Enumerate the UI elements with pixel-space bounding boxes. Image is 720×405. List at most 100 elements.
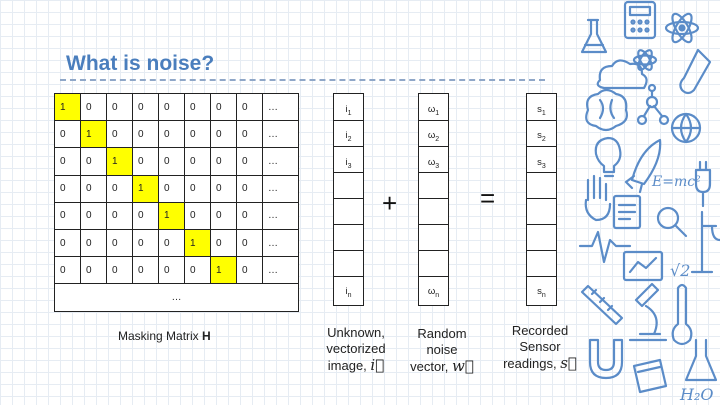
vector-entry: in [345,286,352,299]
matrix-cell: 0 [184,120,211,149]
vector-entry: s3 [537,157,546,170]
vector-divider [419,172,448,173]
vector-divider [419,276,448,277]
document-icon [612,194,642,230]
vector-entry: i2 [345,130,352,143]
matrix-cell: 0 [106,256,133,285]
noise-caption-line-3: vector, [410,359,449,374]
matrix-cell: 0 [158,174,185,203]
matrix-cell: 0 [54,120,81,149]
vector-divider [527,146,556,147]
matrix-cell: 0 [158,228,185,258]
matrix-cell: 0 [210,228,237,258]
matrix-cell: 0 [158,120,185,149]
matrix-cell: 0 [80,92,107,122]
vector-divider [419,250,448,251]
matrix-cell: 0 [132,92,159,122]
matrix-ellipsis-row: … [54,283,299,313]
sensor-vector-caption: Recorded Sensor readings, s⃗ [500,323,580,372]
matrix-cell: 1 [80,120,107,149]
matrix-cell: 0 [80,147,107,176]
vector-divider [527,276,556,277]
matrix-cell: 0 [158,147,185,176]
matrix-cell: … [262,147,299,176]
vector-divider [527,250,556,251]
image-vector-caption: Unknown, vectorized image, i⃗ [318,325,394,374]
matrix-cell: 0 [54,174,81,203]
matrix-cell: 0 [106,120,133,149]
matrix-cell: 0 [132,147,159,176]
book-icon [632,358,668,394]
vector-divider [419,224,448,225]
chart-board-icon [622,250,664,282]
ruler-icon [580,284,624,326]
rocket-icon [624,138,662,194]
sensor-caption-line-3: readings, [503,356,557,371]
microscope-icon [628,282,668,342]
vector-divider [334,146,363,147]
sensor-caption-line-1: Recorded [511,323,569,338]
atom-icon [664,12,700,44]
vector-divider [334,224,363,225]
vector-divider [334,250,363,251]
vector-divider [527,224,556,225]
magnifier-icon [656,206,688,238]
matrix-cell: … [262,228,299,258]
brain-icon [585,88,628,132]
matrix-cell: 0 [132,228,159,258]
globe-icon [670,112,702,144]
matrix-cell: 0 [236,256,263,285]
plug-icon [694,160,712,208]
matrix-cell: 0 [184,201,211,230]
matrix-cell: 0 [158,256,185,285]
vector-divider [527,172,556,173]
vector-divider [419,120,448,121]
vector-divider [334,276,363,277]
sensor-vector-symbol: s⃗ [560,354,577,372]
magnet-icon [588,338,624,380]
matrix-cell: … [262,201,299,230]
sqrt2-doodle: √2 [670,261,690,280]
vector-entry: ω3 [427,157,440,170]
matrix-cell: 0 [236,147,263,176]
vector-divider [419,198,448,199]
vector-divider [527,120,556,121]
vector-entry: sn [537,286,546,299]
science-doodles-decoration: E=mc² √2 H₂O [578,0,720,404]
matrix-cell: … [262,256,299,285]
thermometer-icon [671,283,693,346]
matrix-cell: 0 [236,120,263,149]
emc2-doodle: E=mc² [651,174,701,190]
vector-entry: i3 [345,157,352,170]
masking-matrix-caption: Masking Matrix H [118,329,211,343]
vector-entry: ω1 [427,104,440,117]
matrix-cell: 0 [210,147,237,176]
matrix-cell: 1 [210,256,237,285]
noise-vector-symbol: w⃗ [452,357,474,375]
matrix-cell: 0 [106,228,133,258]
matrix-cell: 0 [106,92,133,122]
slide-title: What is noise? [66,52,215,75]
matrix-cell: 1 [132,174,159,203]
matrix-cell: 0 [54,147,81,176]
matrix-cell: 0 [54,228,81,258]
lightbulb-icon [594,136,622,178]
matrix-cell: … [262,92,299,122]
matrix-cell: 0 [236,201,263,230]
image-caption-line-2: vectorized [326,341,386,356]
matrix-cell: … [262,120,299,149]
flask-icon [580,18,608,54]
vector-divider [334,120,363,121]
matrix-cell: 0 [54,256,81,285]
matrix-cell: 0 [210,174,237,203]
matrix-cell: 0 [158,92,185,122]
vector-divider [527,198,556,199]
test-tube-icon [679,48,712,95]
matrix-cell: 1 [106,147,133,176]
